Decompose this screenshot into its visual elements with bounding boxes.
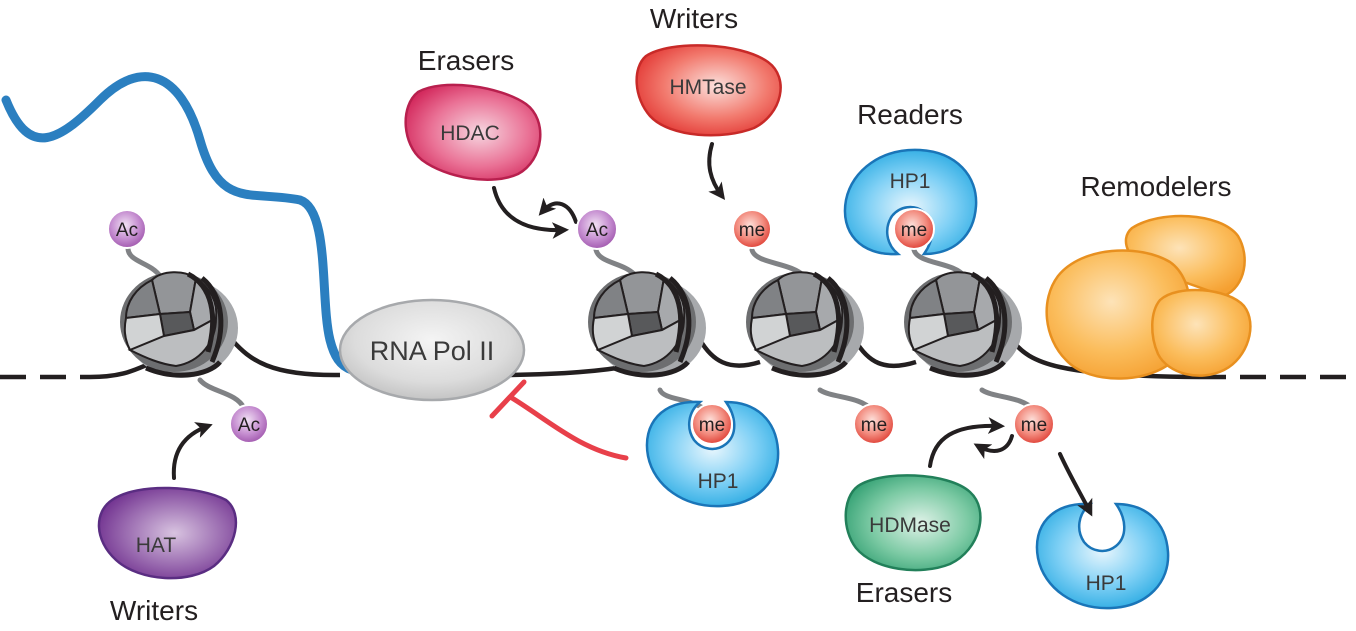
hdac-enzyme: HDAC [404, 83, 542, 181]
rna-pol-ii-label: RNA Pol II [370, 336, 495, 366]
label-erasers-top: Erasers [418, 45, 514, 76]
hp1-bound-below-label: HP1 [698, 470, 739, 493]
svg-text:Ac: Ac [238, 415, 260, 436]
methyl-mark-reader: me [893, 208, 935, 250]
svg-text:Ac: Ac [586, 220, 608, 241]
svg-text:me: me [1021, 415, 1047, 436]
methyl-mark-hp1-below: me [691, 403, 733, 445]
hdmase-label: HDMase [869, 514, 951, 537]
methyl-mark-plain: me [853, 403, 895, 445]
svg-text:me: me [699, 415, 725, 436]
hmtase-label: HMTase [669, 76, 746, 99]
label-readers: Readers [857, 99, 963, 130]
methyl-mark-new: me [732, 209, 772, 249]
nucleosome-4 [904, 272, 1022, 378]
acetyl-mark-erased: Ac [576, 208, 618, 250]
svg-text:me: me [861, 415, 887, 436]
inhibition-line [489, 379, 629, 461]
label-remodelers: Remodelers [1081, 171, 1232, 202]
arrows [171, 142, 1093, 517]
label-writers-top: Writers [650, 3, 738, 34]
nucleosome-1 [120, 272, 238, 378]
histone-tails [125, 245, 1037, 413]
label-erasers-bottom: Erasers [856, 577, 952, 608]
acetyl-mark-top-left: Ac [107, 209, 147, 249]
remodeler-complex [1045, 214, 1252, 380]
nucleosome-3 [746, 272, 864, 378]
hat-label: HAT [136, 534, 177, 557]
nucleosome-2 [588, 272, 706, 378]
hat-enzyme: HAT [97, 486, 238, 580]
hdac-label: HDAC [440, 122, 500, 145]
rna-transcript [1, 72, 357, 375]
svg-text:me: me [901, 220, 927, 241]
dna-strand [0, 338, 1356, 380]
hp1-reader-label: HP1 [890, 170, 931, 193]
methyl-mark-erased: me [1013, 403, 1055, 445]
svg-text:me: me [739, 220, 765, 241]
acetyl-mark-bottom-left: Ac [229, 404, 269, 444]
label-writers-bottom: Writers [110, 595, 198, 626]
svg-text:Ac: Ac [116, 220, 138, 241]
hp1-free-label: HP1 [1086, 572, 1127, 595]
hmtase-enzyme: HMTase [635, 44, 782, 137]
hdmase-enzyme: HDMase [844, 474, 982, 572]
rna-pol-ii: RNA Pol II [338, 298, 526, 402]
